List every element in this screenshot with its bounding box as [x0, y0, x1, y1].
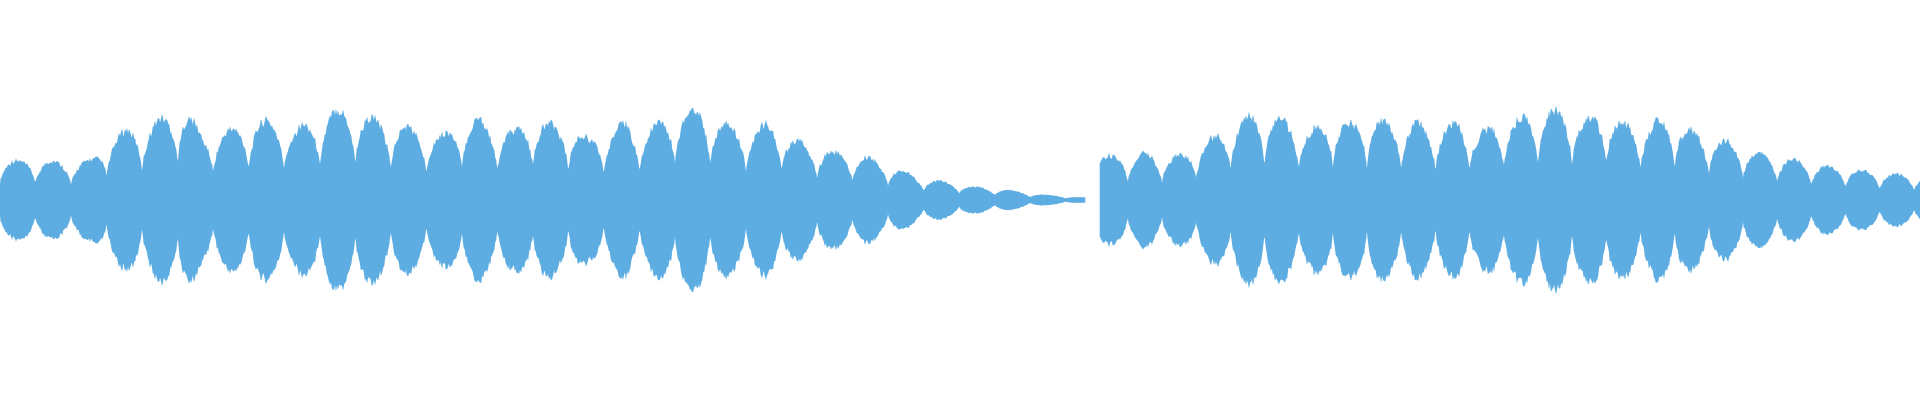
waveform-group	[0, 106, 1920, 294]
